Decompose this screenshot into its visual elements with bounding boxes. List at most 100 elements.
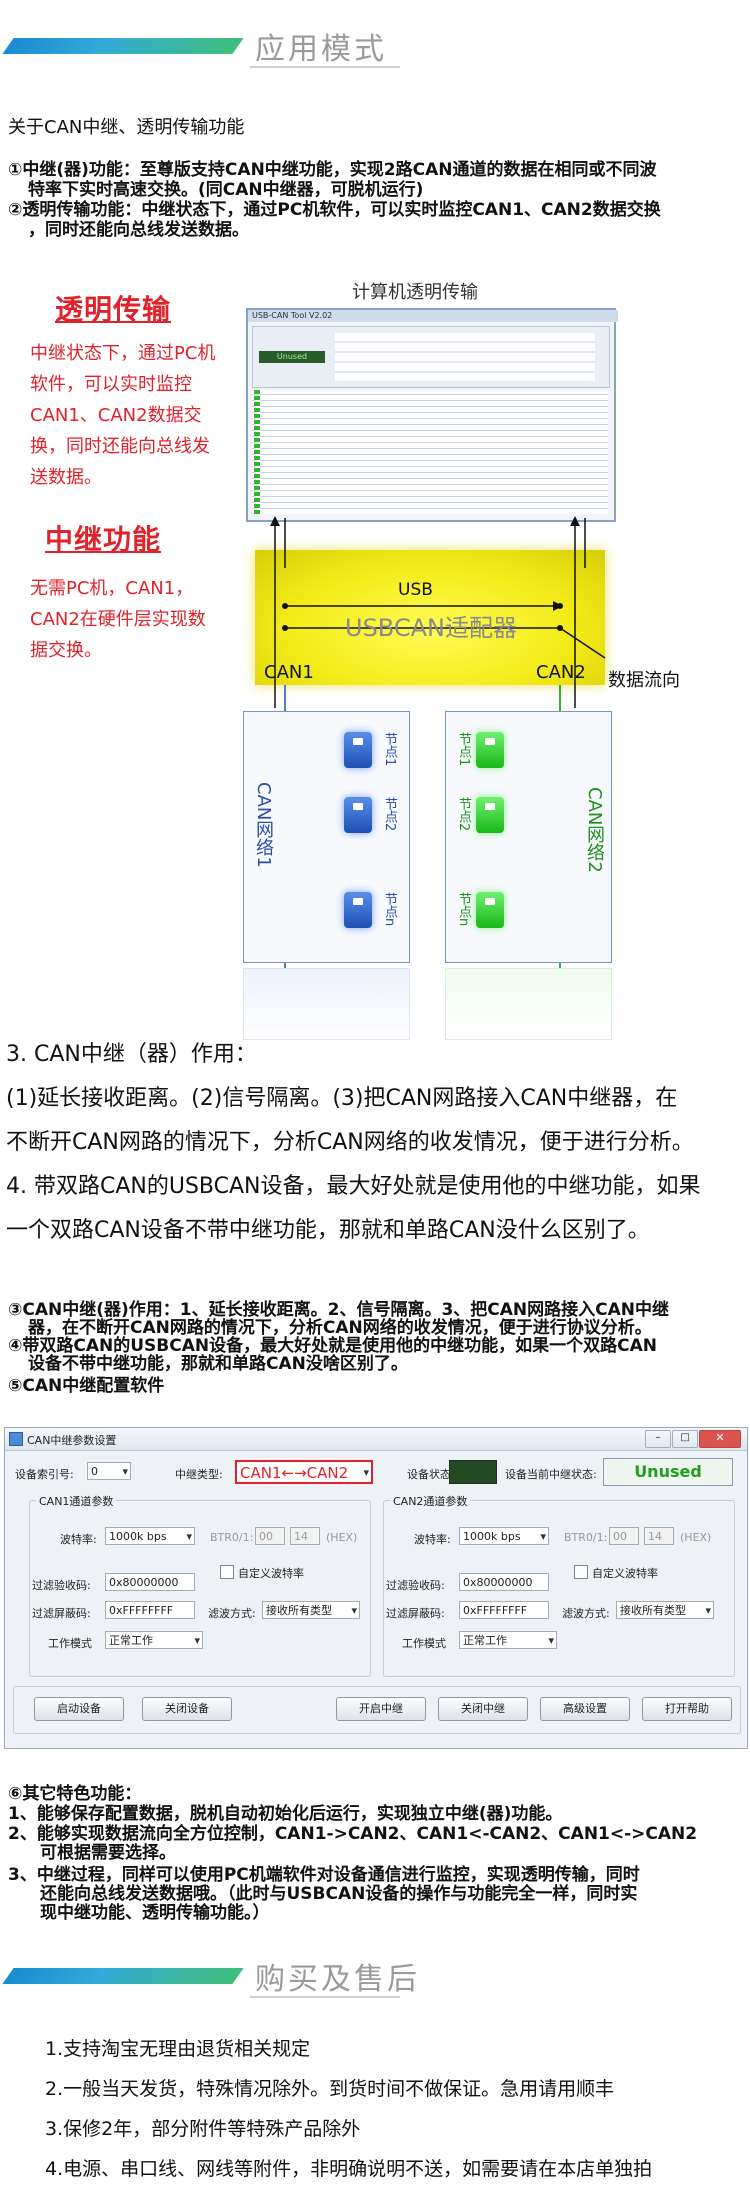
intro-heading: 关于CAN中继、透明传输功能	[8, 117, 245, 138]
header-underline	[250, 1996, 400, 1998]
software-title: USB-CAN Tool V2.02	[248, 310, 618, 322]
can2-baud-select[interactable]: 1000k bps	[459, 1527, 549, 1545]
can1-baud-select[interactable]: 1000k bps	[105, 1527, 195, 1545]
hex-label: (HEX)	[680, 1531, 712, 1544]
can1-params-group: CAN1通道参数 波特率: 1000k bps BTR0/1: 00 14 (H…	[29, 1493, 371, 1677]
relay-role-line: 一个双路CAN设备不带中继功能，那就和单路CAN没什么区别了。	[6, 1218, 650, 1243]
baud-label: 波特率:	[60, 1533, 97, 1546]
net2-reflection	[445, 968, 612, 1040]
can1-mask-input[interactable]: 0xFFFFFFFF	[105, 1601, 195, 1619]
features-heading: ⑥其它特色功能：	[8, 1784, 142, 1804]
maximize-icon[interactable]: □	[672, 1430, 698, 1448]
software-window: USB-CAN Tool V2.02 Unused	[246, 308, 618, 522]
node-label: 节点n	[456, 892, 471, 927]
software-row-markers	[254, 390, 260, 514]
after-sales-item: 2.一般当天发货，特殊情况除外。到货时间不做保证。急用请用顺丰	[45, 2078, 615, 2100]
relay-diagram: 透明传输 中继状态下，通过PC机软件，可以实时监控CAN1、CAN2数据交换，同…	[0, 268, 750, 1040]
pc-transparent-label: 计算机透明传输	[352, 282, 478, 303]
relay-type-select[interactable]: CAN1←→CAN2	[235, 1460, 373, 1484]
feature-line: 现中继功能、透明传输功能。）	[40, 1903, 270, 1923]
can2-custom-baud-checkbox[interactable]	[574, 1565, 588, 1579]
data-flow-label: 数据流向	[608, 670, 680, 691]
advanced-settings-button[interactable]: 高级设置	[540, 1697, 630, 1721]
btr-label: BTR0/1:	[210, 1531, 254, 1544]
open-help-button[interactable]: 打开帮助	[642, 1697, 732, 1721]
header-underline	[250, 66, 400, 68]
can2-work-mode-select[interactable]: 正常工作	[459, 1631, 557, 1649]
feature-line: 2、能够实现数据流向全方位控制，CAN1->CAN2、CAN1<-CAN2、CA…	[8, 1824, 698, 1844]
work-mode-label: 工作模式	[402, 1637, 446, 1650]
window-titlebar: CAN中继参数设置 – □ ✕	[5, 1428, 747, 1451]
can1-work-mode-select[interactable]: 正常工作	[105, 1631, 203, 1649]
acc-code-label: 过滤验收码:	[32, 1579, 91, 1592]
close-icon[interactable]: ✕	[699, 1430, 741, 1448]
section-title: 购买及售后	[255, 1962, 420, 1997]
software-toolbar: Unused	[252, 326, 610, 388]
after-sales-item: 3.保修2年，部分附件等特殊产品除外	[45, 2118, 361, 2140]
node-label: 节点1	[382, 732, 397, 767]
relay-note: 器，在不断开CAN网路的情况下，分析CAN网络的收发情况，便于进行协议分析。	[28, 1318, 652, 1338]
relay-note: ③CAN中继(器)作用：1、延长接收距离。2、信号隔离。3、把CAN网路接入CA…	[8, 1300, 669, 1320]
can1-acc-code-input[interactable]: 0x80000000	[105, 1573, 195, 1591]
software-message-list	[252, 390, 608, 514]
usbcan-adapter	[255, 550, 605, 685]
custom-baud-label: 自定义波特率	[238, 1567, 304, 1580]
can2-filter-mode-select[interactable]: 接收所有类型	[616, 1601, 714, 1619]
stop-relay-button[interactable]: 关闭中继	[438, 1697, 528, 1721]
start-relay-button[interactable]: 开启中继	[336, 1697, 426, 1721]
work-mode-label: 工作模式	[48, 1637, 92, 1650]
can2-label: CAN2	[536, 662, 586, 683]
net1-reflection	[243, 968, 410, 1040]
intro-line: ②透明传输功能：中继状态下，通过PC机软件，可以实时监控CAN1、CAN2数据交…	[8, 200, 661, 220]
minimize-icon[interactable]: –	[645, 1430, 671, 1448]
relay-note: ⑤CAN中继配置软件	[8, 1376, 165, 1396]
custom-baud-label: 自定义波特率	[592, 1567, 658, 1580]
can2-mask-input[interactable]: 0xFFFFFFFF	[459, 1601, 549, 1619]
node-icon	[476, 892, 504, 928]
section-title: 应用模式	[255, 32, 387, 67]
window-title: CAN中继参数设置	[27, 1434, 117, 1447]
after-sales-item: 4.电源、串口线、网线等附件，非明确说明不送，如需要请在本店单独拍	[45, 2158, 653, 2180]
can1-label: CAN1	[264, 662, 314, 683]
can2-group-title: CAN2通道参数	[390, 1493, 471, 1509]
transparent-title: 透明传输	[55, 293, 172, 326]
net2-label: CAN网络2	[584, 787, 605, 873]
device-status-label: 设备状态	[407, 1468, 451, 1481]
btr-label: BTR0/1:	[564, 1531, 608, 1544]
filter-mode-label: 滤波方式:	[208, 1607, 256, 1620]
intro-line: ①中继(器)功能：至尊版支持CAN中继功能，实现2路CAN通道的数据在相同或不同…	[8, 160, 657, 180]
hex-label: (HEX)	[326, 1531, 358, 1544]
header-decor-bar	[2, 38, 244, 54]
relay-type-label: 中继类型:	[175, 1468, 223, 1481]
start-device-button[interactable]: 启动设备	[34, 1697, 124, 1721]
can1-custom-baud-checkbox[interactable]	[220, 1565, 234, 1579]
device-index-select[interactable]: 0	[87, 1462, 131, 1480]
after-sales-item: 1.支持淘宝无理由退货相关规定	[45, 2038, 311, 2060]
section-header-purchase: 购买及售后	[0, 1940, 750, 2000]
device-status-indicator	[449, 1460, 497, 1484]
node-label: 节点n	[382, 892, 397, 927]
section-header-mode: 应用模式	[0, 10, 750, 70]
node-label: 节点1	[456, 732, 471, 767]
can2-acc-code-input[interactable]: 0x80000000	[459, 1573, 549, 1591]
intro-line: ，同时还能向总线发送数据。	[28, 220, 249, 240]
can-network-2: CAN网络2 节点1 节点2 节点n	[445, 711, 612, 963]
can2-btr1-input[interactable]: 14	[644, 1527, 674, 1545]
relay-desc: 无需PC机，CAN1，CAN2在硬件层实现数据交换。	[30, 578, 206, 661]
mask-label: 过滤屏蔽码:	[32, 1607, 91, 1620]
can1-btr1-input[interactable]: 14	[290, 1527, 320, 1545]
adapter-label: USBCAN适配器	[345, 614, 517, 642]
intro-line: 特率下实时高速交换。(同CAN中继器，可脱机运行)	[28, 180, 424, 200]
can1-filter-mode-select[interactable]: 接收所有类型	[262, 1601, 360, 1619]
can1-btr0-input[interactable]: 00	[255, 1527, 285, 1545]
node-icon	[344, 797, 372, 833]
can2-btr0-input[interactable]: 00	[609, 1527, 639, 1545]
relay-title: 中继功能	[45, 523, 162, 556]
app-icon	[9, 1432, 23, 1446]
software-status: Unused	[259, 351, 325, 363]
net1-label: CAN网络1	[253, 782, 274, 868]
filter-mode-label: 滤波方式:	[562, 1607, 610, 1620]
device-index-label: 设备索引号:	[15, 1468, 74, 1481]
close-device-button[interactable]: 关闭设备	[142, 1697, 232, 1721]
node-label: 节点2	[456, 797, 471, 832]
